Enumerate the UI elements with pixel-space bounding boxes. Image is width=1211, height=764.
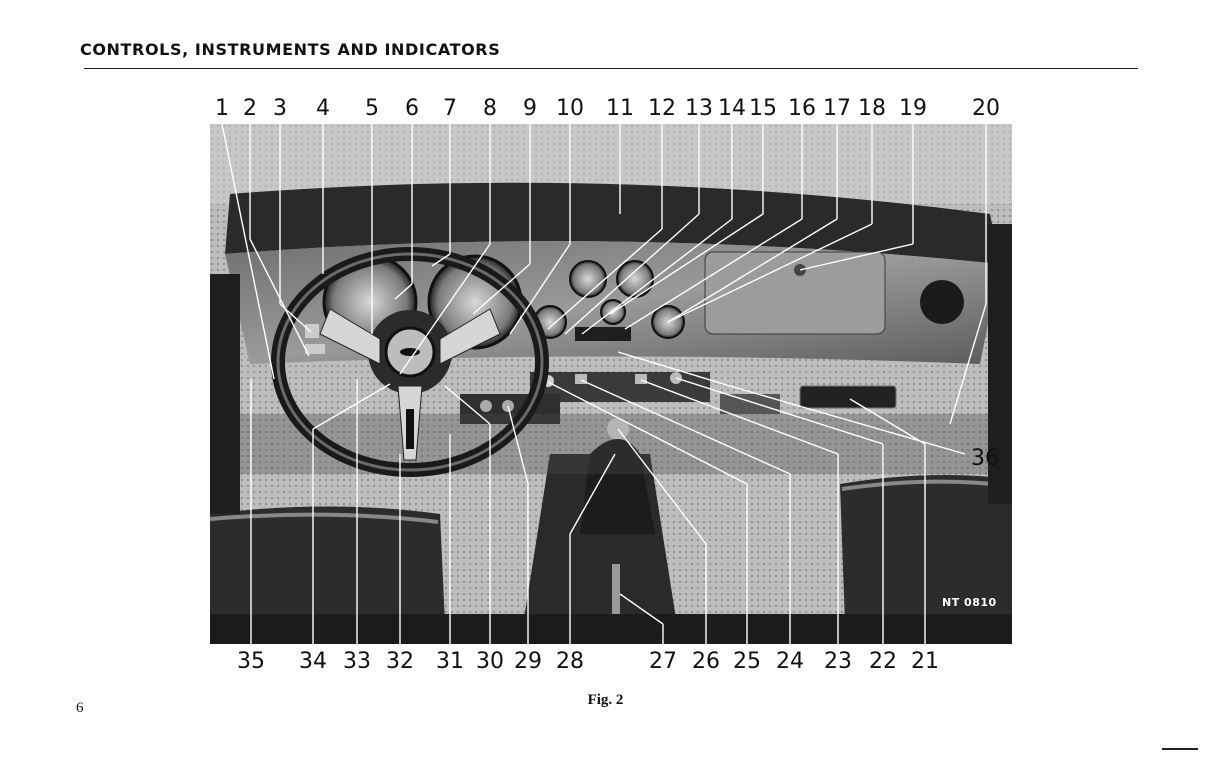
callout-23: 23 <box>824 651 852 673</box>
callout-8: 8 <box>483 98 497 120</box>
figure-caption: Fig. 2 <box>0 692 1211 709</box>
callout-28: 28 <box>556 651 584 673</box>
callout-32: 32 <box>386 651 414 673</box>
callout-24: 24 <box>776 651 804 673</box>
callout-14: 14 <box>718 98 746 120</box>
dashboard-photo <box>210 124 1012 644</box>
callout-36: 36 <box>971 448 999 470</box>
callout-26: 26 <box>692 651 720 673</box>
callout-1: 1 <box>215 98 229 120</box>
callout-19: 19 <box>899 98 927 120</box>
corner-mark <box>1162 748 1198 750</box>
callout-6: 6 <box>405 98 419 120</box>
heading-rule <box>84 68 1138 69</box>
section-heading: CONTROLS, INSTRUMENTS AND INDICATORS <box>80 40 500 59</box>
callout-27: 27 <box>649 651 677 673</box>
callout-17: 17 <box>823 98 851 120</box>
callout-16: 16 <box>788 98 816 120</box>
callout-13: 13 <box>685 98 713 120</box>
callout-35: 35 <box>237 651 265 673</box>
callout-9: 9 <box>523 98 537 120</box>
callout-7: 7 <box>443 98 457 120</box>
callout-21: 21 <box>911 651 939 673</box>
callout-3: 3 <box>273 98 287 120</box>
callout-29: 29 <box>514 651 542 673</box>
callout-20: 20 <box>972 98 1000 120</box>
callout-10: 10 <box>556 98 584 120</box>
callout-11: 11 <box>606 98 634 120</box>
callout-4: 4 <box>316 98 330 120</box>
callout-33: 33 <box>343 651 371 673</box>
callout-18: 18 <box>858 98 886 120</box>
callout-25: 25 <box>733 651 761 673</box>
callout-22: 22 <box>869 651 897 673</box>
callout-2: 2 <box>243 98 257 120</box>
callout-30: 30 <box>476 651 504 673</box>
callout-31: 31 <box>436 651 464 673</box>
photo-reference-code: NT 0810 <box>942 596 997 609</box>
callout-5: 5 <box>365 98 379 120</box>
callout-12: 12 <box>648 98 676 120</box>
callout-34: 34 <box>299 651 327 673</box>
callout-15: 15 <box>749 98 777 120</box>
